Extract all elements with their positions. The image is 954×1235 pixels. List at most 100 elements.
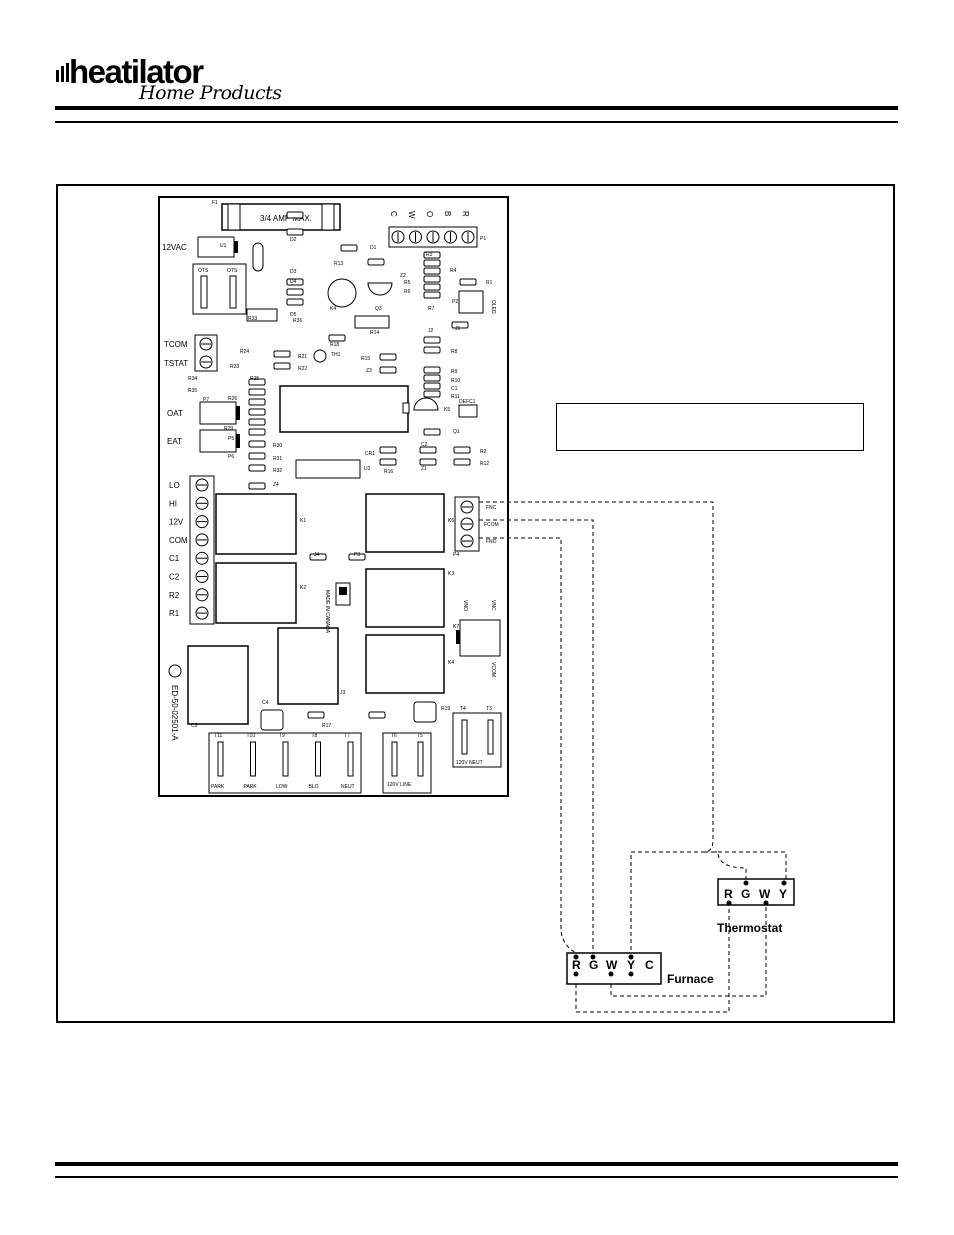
component-ref: R36 <box>293 318 302 324</box>
component-ref: D2 <box>290 237 297 243</box>
oat-jack: OAT <box>167 401 240 425</box>
component-ref: R17 <box>322 723 331 729</box>
component-ref: R34 <box>188 376 197 382</box>
resistor <box>248 408 266 416</box>
component-ref: R2 <box>480 449 487 455</box>
resistor <box>248 452 266 460</box>
resistor <box>309 553 327 561</box>
component-ref: CR1 <box>365 451 375 457</box>
component-ref: R13 <box>334 261 343 267</box>
neutral-connector: T4 T3 120V NEUT <box>452 706 502 768</box>
component-ref: K3 <box>448 571 454 577</box>
component-ref: R12 <box>480 461 489 467</box>
component-ref: R22 <box>298 366 307 372</box>
furnace-term-c: C <box>645 958 654 972</box>
line-connector: T6 T5 120V LINE <box>382 732 432 794</box>
resistor <box>248 428 266 436</box>
eat-label: EAT <box>167 437 182 446</box>
resistor <box>248 418 266 426</box>
component-ref: D4 <box>290 279 297 285</box>
fcom-label: FCOM <box>484 522 499 528</box>
p9-label: COM <box>169 536 188 545</box>
component-ref: K2 <box>300 585 306 591</box>
eat-jack: EAT <box>167 429 240 453</box>
resistor <box>379 458 397 466</box>
component-ref: R26 <box>228 396 237 402</box>
microcontroller-u1 <box>279 385 410 433</box>
resistor <box>273 362 291 370</box>
p9-label: C2 <box>169 573 180 582</box>
resistor <box>423 366 441 374</box>
resistor <box>423 283 441 291</box>
resistor <box>248 464 266 472</box>
resistor <box>423 346 441 354</box>
resistor <box>423 390 441 398</box>
p9-label: HI <box>169 499 177 508</box>
terminal-id: T10 <box>247 733 256 739</box>
p9-label: R1 <box>169 609 180 618</box>
fnc-label: FNC <box>486 505 497 511</box>
power-connector: 12VAC <box>162 236 238 258</box>
component-ref: R16 <box>384 469 393 475</box>
component-ref: R4 <box>450 268 457 274</box>
ots-connector: OTS OTS <box>192 263 247 315</box>
resistor <box>348 553 366 561</box>
resistor <box>248 378 266 386</box>
component-ref: R21 <box>298 354 307 360</box>
component-ref: Q1 <box>453 429 460 435</box>
furnace-term-w: W <box>606 958 618 972</box>
resistor <box>453 446 471 454</box>
resistor <box>248 440 266 448</box>
component-ref: J3 <box>340 690 346 696</box>
jumper-j5: MADE IN CANADA <box>324 582 351 634</box>
component-ref: R29 <box>224 426 233 432</box>
component-ref: C1 <box>451 386 458 392</box>
resistor <box>423 275 441 283</box>
resistor <box>379 353 397 361</box>
footer-rule-thin <box>55 1176 898 1178</box>
diagram-frame <box>56 184 895 1023</box>
component-ref: C4 <box>262 700 269 706</box>
made-in-label: MADE IN CANADA <box>324 590 330 634</box>
component-ref: Q3 <box>375 306 382 312</box>
component-ref: R10 <box>451 378 460 384</box>
component-ref: U2 <box>364 466 371 472</box>
flame-icon <box>56 63 69 82</box>
resistor <box>423 382 441 390</box>
line-term-1: T6 <box>391 733 397 739</box>
resistor <box>367 258 385 266</box>
resistor <box>248 482 266 490</box>
terminal-id: T7 <box>344 733 350 739</box>
component-ref: K7 <box>453 624 459 630</box>
resistor <box>419 446 437 454</box>
fuse: 3/4 AMP MAX. F1 <box>212 200 341 231</box>
p1-label-1: W <box>407 211 416 219</box>
resistor-array <box>248 211 477 719</box>
resistor <box>368 711 386 719</box>
component-ref: K4 <box>448 660 454 666</box>
vcom-label: VCOM <box>490 662 496 677</box>
p9-label: LO <box>169 481 180 490</box>
component-ref: C3 <box>191 723 198 729</box>
part-number: ED-50-02501-A <box>168 664 182 741</box>
vent-connector-p4: VNO VNC VCOM <box>456 600 501 677</box>
p1-terminal-block: P1 C W O B R <box>388 211 486 248</box>
component-ref: R8 <box>451 349 458 355</box>
component-ref: C2 <box>421 442 428 448</box>
terminal-label: PARK <box>244 784 258 790</box>
component-ref: R32 <box>273 468 282 474</box>
resistor <box>423 291 441 299</box>
component-ref: J4 <box>314 552 320 558</box>
resistor <box>423 428 441 436</box>
p1-ref: P1 <box>480 236 486 242</box>
terminal-id: T11 <box>214 733 222 739</box>
neut-term-2: T3 <box>486 706 492 712</box>
p1-label-3: B <box>443 211 452 216</box>
component-ref: R9 <box>451 369 458 375</box>
component-ref: J1 <box>455 326 461 332</box>
ic-u2 <box>295 459 361 479</box>
resistor <box>307 711 325 719</box>
component-ref: K5 <box>444 407 450 413</box>
vno-label: VNO <box>462 600 468 611</box>
